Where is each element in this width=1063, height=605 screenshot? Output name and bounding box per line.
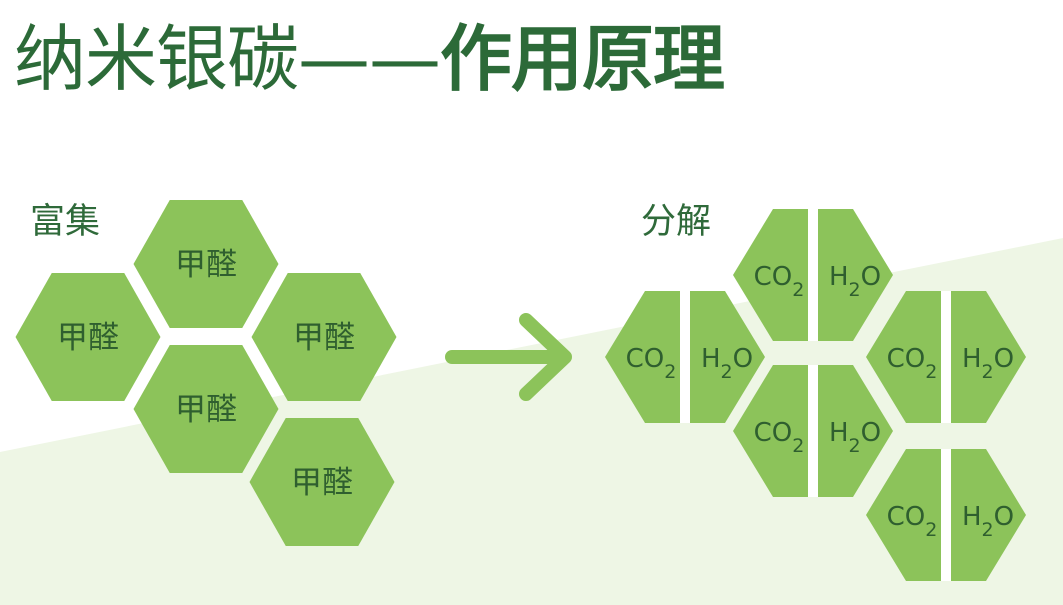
formaldehyde-label: 甲醛 [291, 465, 353, 501]
water-label-base: H [701, 344, 721, 374]
formaldehyde-hexagon: 甲醛 [251, 273, 397, 401]
water-label: H2O [962, 344, 1014, 383]
hexagon-shape [251, 273, 397, 401]
water-label-base: H [962, 344, 982, 374]
carbon-dioxide-label-base: CO [887, 344, 926, 374]
carbon-dioxide-label-base: CO [626, 344, 665, 374]
title-dash: —— [298, 17, 441, 101]
carbon-dioxide-label-subscript: 2 [792, 279, 804, 301]
water-label: H2O [829, 262, 881, 301]
carbon-dioxide-label: CO2 [887, 502, 938, 541]
carbon-dioxide-label-subscript: 2 [664, 361, 676, 383]
carbon-dioxide-label-subscript: 2 [925, 361, 937, 383]
formaldehyde-label: 甲醛 [175, 392, 237, 428]
water-label-subscript: 2 [982, 361, 994, 383]
water-label-tail: O [861, 262, 881, 292]
hexagon-shape [249, 418, 395, 546]
water-label-subscript: 2 [849, 435, 861, 457]
water-label-subscript: 2 [982, 519, 994, 541]
carbon-dioxide-label: CO2 [887, 344, 938, 383]
water-label-tail: O [994, 344, 1014, 374]
water-label-tail: O [733, 344, 753, 374]
formaldehyde-hexagon: 甲醛 [133, 345, 279, 473]
water-label-tail: O [861, 418, 881, 448]
formaldehyde-label: 甲醛 [293, 320, 355, 356]
title-prefix: 纳米银碳 [14, 17, 299, 101]
formaldehyde-label: 甲醛 [57, 320, 119, 356]
water-label: H2O [701, 344, 753, 383]
water-label-subscript: 2 [721, 361, 733, 383]
decomposition-label: 分解 [641, 202, 712, 242]
page-title: 纳米银碳——作用原理 [14, 10, 725, 108]
water-label: H2O [829, 418, 881, 457]
formaldehyde-cluster: 甲醛甲醛甲醛甲醛甲醛 [15, 200, 397, 546]
title-emphasis: 作用原理 [440, 17, 725, 101]
water-label-base: H [962, 502, 982, 532]
carbon-dioxide-label: CO2 [754, 262, 805, 301]
carbon-dioxide-label: CO2 [626, 344, 677, 383]
hexagon-shape [133, 200, 279, 328]
water-label-base: H [829, 418, 849, 448]
water-label-subscript: 2 [849, 279, 861, 301]
hexagon-shape [15, 273, 161, 401]
hexagon-shape [133, 345, 279, 473]
carbon-dioxide-label: CO2 [754, 418, 805, 457]
formaldehyde-hexagon: 甲醛 [133, 200, 279, 328]
carbon-dioxide-label-base: CO [887, 502, 926, 532]
formaldehyde-label: 甲醛 [175, 247, 237, 283]
water-label-tail: O [994, 502, 1014, 532]
carbon-dioxide-label-base: CO [754, 418, 793, 448]
arrow-shape [445, 313, 572, 401]
carbon-dioxide-label-subscript: 2 [792, 435, 804, 457]
carbon-dioxide-label-subscript: 2 [925, 519, 937, 541]
formaldehyde-hexagon: 甲醛 [249, 418, 395, 546]
enrichment-label: 富集 [30, 202, 101, 242]
formaldehyde-hexagon: 甲醛 [15, 273, 161, 401]
water-label-base: H [829, 262, 849, 292]
water-label: H2O [962, 502, 1014, 541]
right-arrow-icon [445, 313, 572, 401]
carbon-dioxide-label-base: CO [754, 262, 793, 292]
